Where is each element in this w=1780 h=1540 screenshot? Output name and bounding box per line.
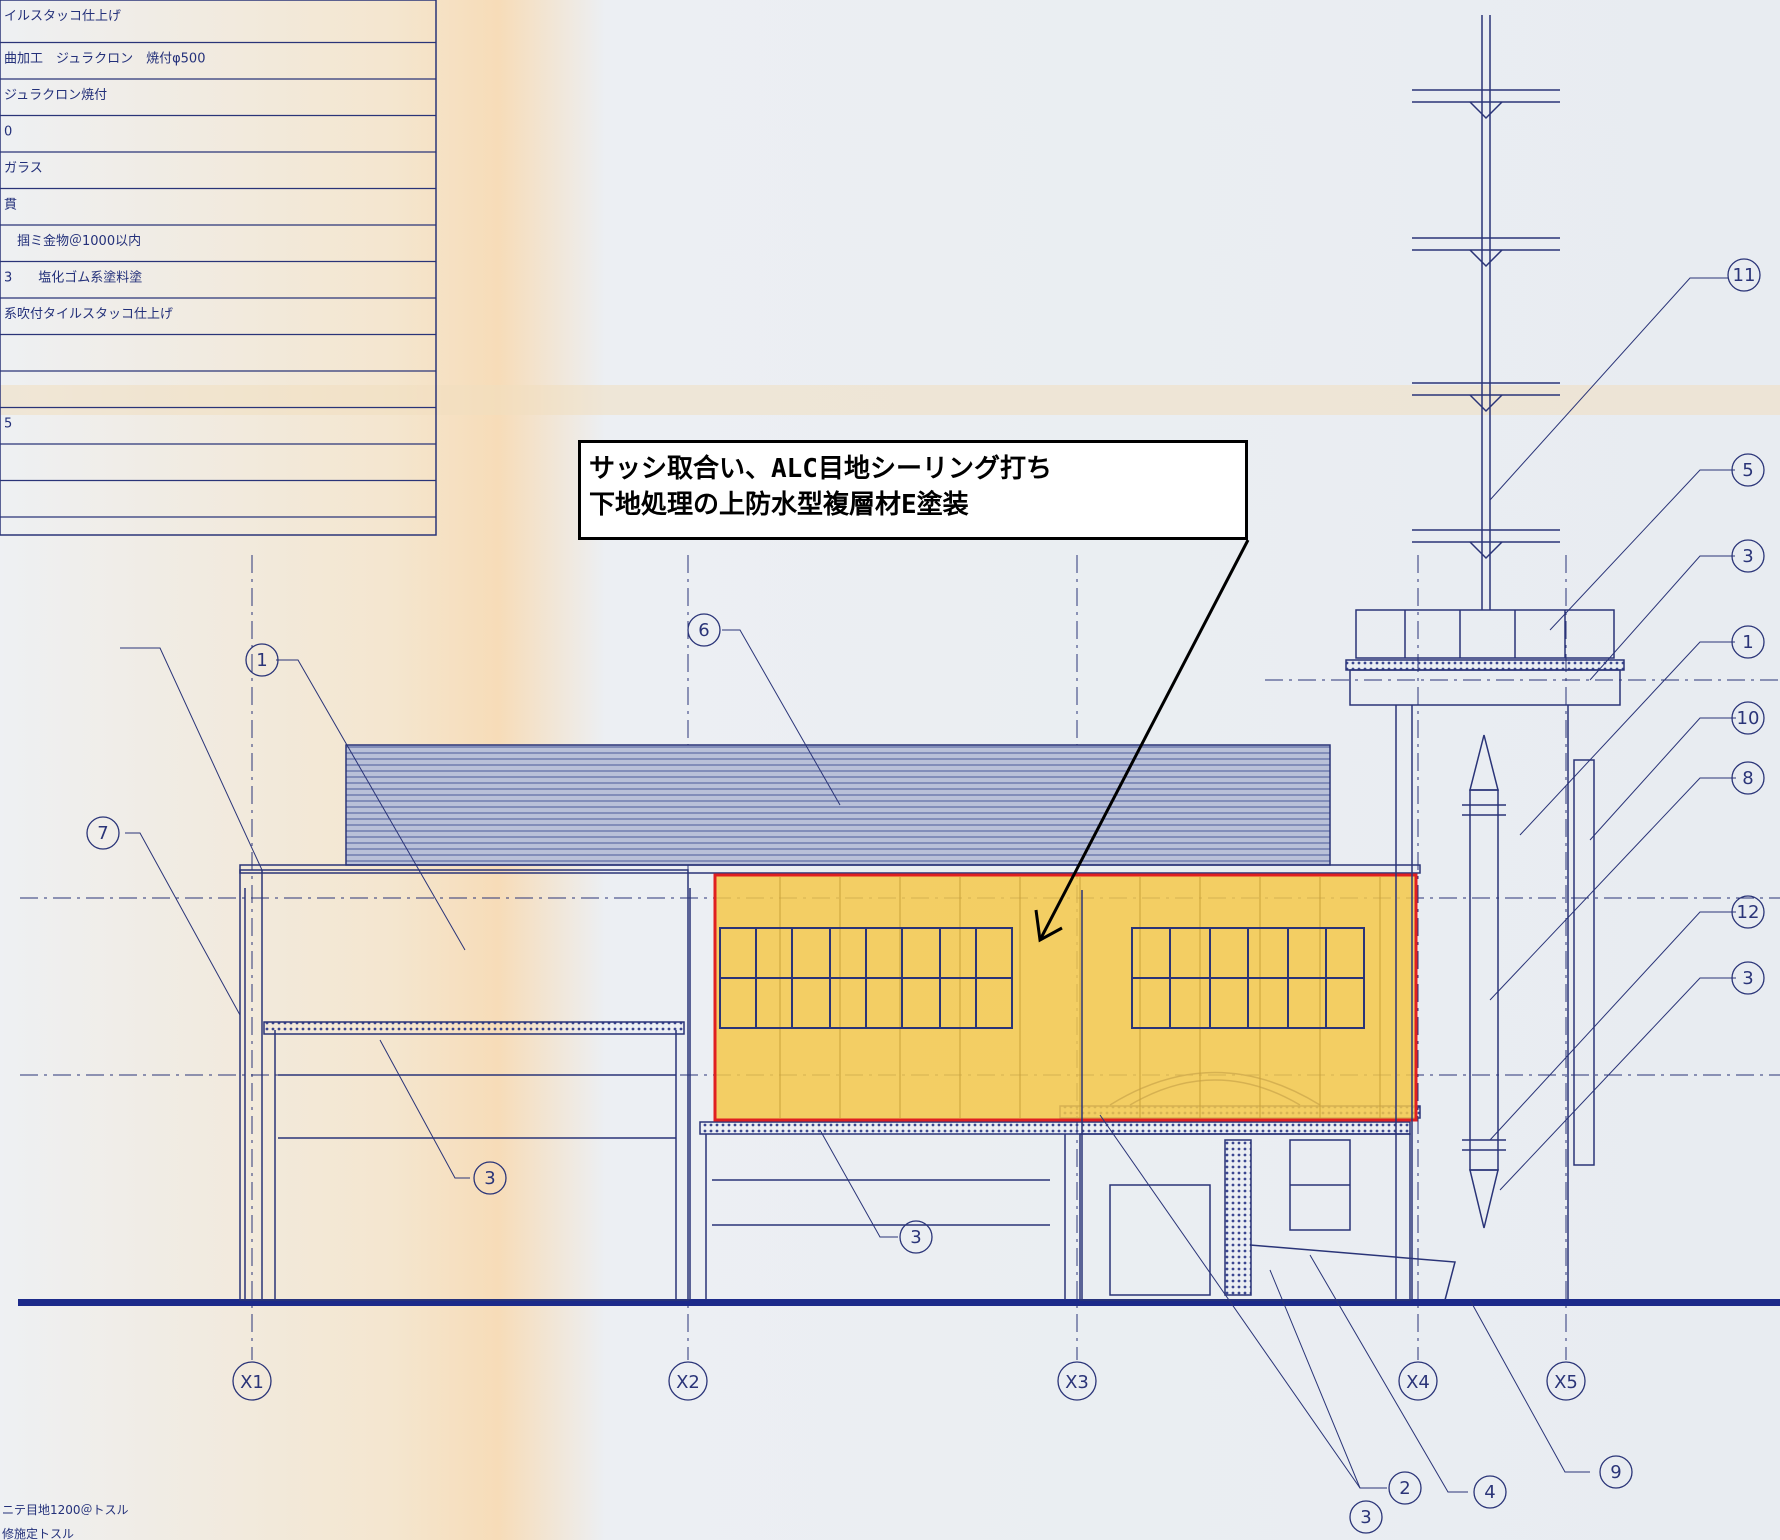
- leader-bubble-circle: [86, 816, 120, 850]
- spec-row-text: 0: [4, 125, 12, 140]
- grid-axis-x5: X5: [1546, 1361, 1586, 1401]
- grid-axis-label: X2: [676, 1372, 700, 1393]
- leader-bubble-6: 6: [687, 613, 721, 647]
- grid-axis-label: X5: [1554, 1372, 1578, 1393]
- leader-bubble-2: 2: [1388, 1471, 1422, 1505]
- grid-axis-labels: X1 X2 X3 X4 X5: [232, 1361, 1586, 1401]
- grid-axis-circle: [232, 1361, 272, 1401]
- leader-bubble-circle: [1731, 961, 1765, 995]
- grid-axis-x4: X4: [1398, 1361, 1438, 1401]
- grid-axis-x1: X1: [232, 1361, 272, 1401]
- leader-bubble-circle: [1473, 1475, 1507, 1509]
- leader-bubble-label: 1: [1742, 632, 1753, 653]
- spec-row-text: 5: [4, 417, 12, 432]
- roof: [345, 744, 1331, 866]
- leader-bubble-circle: [899, 1220, 933, 1254]
- spec-row-text: 曲加工 ジュラクロン 焼付φ500: [4, 52, 205, 67]
- leader-bubble-11: 11: [1727, 258, 1761, 292]
- grid-axis-circle: [1398, 1361, 1438, 1401]
- leader-bubble-circle: [245, 643, 279, 677]
- leader-bubble-circle: [1599, 1455, 1633, 1489]
- fold-band: [0, 385, 1780, 415]
- leader-bubble-3: 3: [1731, 961, 1765, 995]
- leader-bubble-label: 9: [1610, 1462, 1621, 1483]
- leader-bubble-circle: [1731, 625, 1765, 659]
- leader-bubble-3: 3: [899, 1220, 933, 1254]
- spec-row-text: ジュラクロン焼付: [4, 88, 107, 103]
- parapet: [239, 864, 1421, 874]
- grid-axis-circle: [1546, 1361, 1586, 1401]
- leader-bubble-3: 3: [1349, 1500, 1383, 1534]
- leader-bubble-circle: [1388, 1471, 1422, 1505]
- leader-bubble-label: 3: [1742, 968, 1753, 989]
- leader-bubble-circle: [1731, 539, 1765, 573]
- spec-row-text: 系吹付タイルスタッコ仕上げ: [4, 307, 173, 322]
- window-left: [719, 927, 1013, 1029]
- grid-axis-circle: [668, 1361, 708, 1401]
- leader-bubble-circle: [1731, 453, 1765, 487]
- leader-bubble-label: 3: [1360, 1507, 1371, 1528]
- callout-box: サッシ取合い、ALC目地シーリング打ち 下地処理の上防水型複層材E塗装: [578, 440, 1248, 540]
- ground-line: [18, 1299, 1780, 1306]
- window-right: [1131, 927, 1365, 1029]
- spec-row-text: 貫: [4, 198, 17, 213]
- leader-bubble-label: 4: [1484, 1482, 1495, 1503]
- leader-bubble-label: 10: [1737, 708, 1760, 729]
- leader-bubbles: 11 5 3 1 10 8 12 3 6 1 7 3 3 2 4 3 9: [86, 258, 1765, 1534]
- leader-bubble-10: 10: [1731, 701, 1765, 735]
- callout-arrow: [1034, 539, 1250, 943]
- leader-bubble-label: 3: [910, 1227, 921, 1248]
- callout-line-1: サッシ取合い、ALC目地シーリング打ち: [589, 454, 1052, 484]
- bottom-note-1: ニテ目地1200＠トスル: [2, 1503, 129, 1517]
- grid-axis-label: X1: [240, 1372, 264, 1393]
- grid-axis-x3: X3: [1057, 1361, 1097, 1401]
- leader-bubble-circle: [1731, 761, 1765, 795]
- callout-line-2: 下地処理の上防水型複層材E塗装: [589, 490, 969, 520]
- leader-bubble-circle: [1349, 1500, 1383, 1534]
- leader-bubble-label: 5: [1742, 460, 1753, 481]
- leader-bubble-circle: [1731, 895, 1765, 929]
- leader-bubble-label: 3: [484, 1168, 495, 1189]
- leader-bubble-label: 6: [698, 620, 709, 641]
- leader-bubble-circle: [1731, 701, 1765, 735]
- tower: [1345, 15, 1625, 1300]
- leader-bubble-3: 3: [1731, 539, 1765, 573]
- leader-bubble-circle: [473, 1161, 507, 1195]
- leader-bubble-label: 2: [1399, 1478, 1410, 1499]
- leader-bubble-circle: [1727, 258, 1761, 292]
- leader-bubble-1: 1: [245, 643, 279, 677]
- leader-bubble-label: 7: [97, 823, 108, 844]
- leader-bubble-3: 3: [473, 1161, 507, 1195]
- leader-bubble-5: 5: [1731, 453, 1765, 487]
- grid-axis-circle: [1057, 1361, 1097, 1401]
- leader-lines: [120, 277, 1736, 1493]
- leader-bubble-9: 9: [1599, 1455, 1633, 1489]
- leader-bubble-label: 3: [1742, 546, 1753, 567]
- spec-row-text: 掴ミ金物＠1000以内: [4, 233, 141, 249]
- leader-bubble-label: 8: [1742, 768, 1753, 789]
- leader-bubble-1: 1: [1731, 625, 1765, 659]
- highlighted-wall: [713, 873, 1418, 1122]
- spec-row-text: イルスタッコ仕上げ: [4, 9, 121, 24]
- leader-bubble-label: 12: [1737, 902, 1760, 923]
- leader-bubble-label: 11: [1733, 265, 1756, 286]
- leader-bubble-circle: [687, 613, 721, 647]
- leader-bubble-4: 4: [1473, 1475, 1507, 1509]
- leader-bubble-7: 7: [86, 816, 120, 850]
- leader-bubble-8: 8: [1731, 761, 1765, 795]
- left-wing: [239, 869, 691, 1301]
- bottom-note-2: 修施定トスル: [2, 1526, 74, 1540]
- leader-bubble-12: 12: [1731, 895, 1765, 929]
- wall-panel-joints: [779, 877, 1381, 1118]
- leader-bubble-label: 1: [256, 650, 267, 671]
- grid-axis-label: X4: [1406, 1372, 1430, 1393]
- grid-axis-label: X3: [1065, 1372, 1089, 1393]
- spec-row-text: 3 塩化ゴム系塗料塗: [4, 270, 142, 286]
- spec-row-text: ガラス: [4, 161, 43, 176]
- grid-axis-x2: X2: [668, 1361, 708, 1401]
